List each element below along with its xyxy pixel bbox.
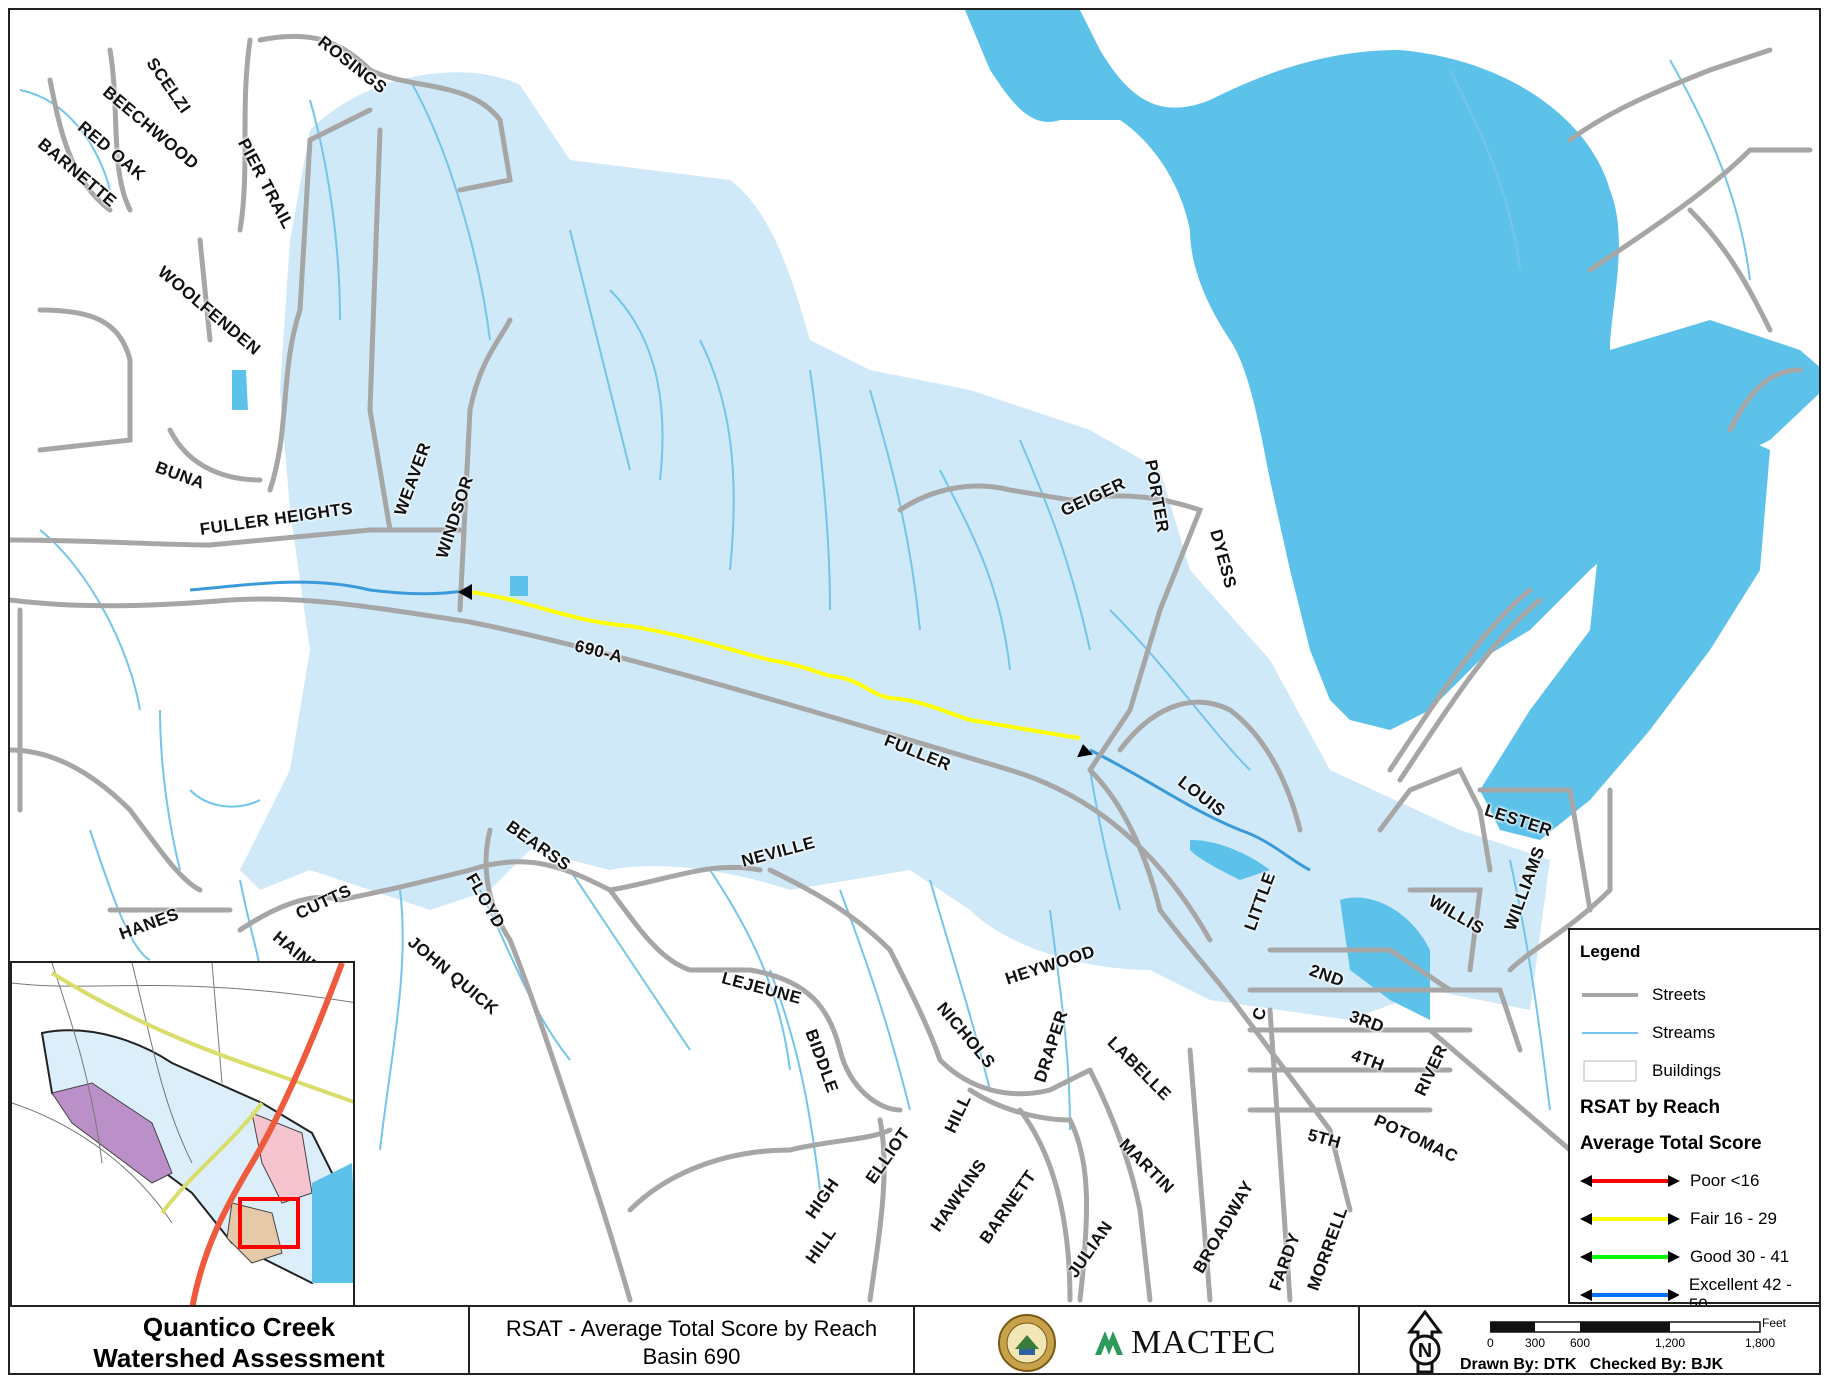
legend-item-buildings: Buildings [1580, 1052, 1814, 1090]
pond-water [510, 576, 528, 596]
legend-label: Fair 16 - 29 [1690, 1209, 1777, 1228]
reach-start-arrow-icon [458, 584, 472, 600]
score-arrow-icon [1580, 1289, 1679, 1301]
scale-tick: 1,200 [1655, 1336, 1686, 1350]
legend-label: Streets [1652, 985, 1706, 1004]
inset-map-canvas [12, 963, 353, 1305]
scale-bar: Feet 0 300 600 1,200 1,800 Drawn By: DTK… [1460, 1310, 1790, 1373]
legend-panel: Legend Streets Streams Buildings RSAT by… [1568, 928, 1819, 1314]
mactec-logo-text: MACTEC [1131, 1324, 1276, 1361]
legend-label: Poor <16 [1690, 1171, 1760, 1190]
legend-score-3: Excellent 42 - 50 [1580, 1275, 1814, 1314]
title-line-2: Watershed Assessment [93, 1343, 385, 1373]
subtitle-line-1: RSAT - Average Total Score by Reach [505, 1316, 878, 1341]
score-arrow-icon [1580, 1251, 1680, 1263]
scale-unit: Feet [1762, 1316, 1787, 1330]
reach-690-a-line[interactable] [469, 590, 1081, 740]
legend-item-streets: Streets [1580, 976, 1814, 1014]
inset-highway [50, 971, 353, 1104]
legend-score-0: Poor <16 [1580, 1162, 1814, 1200]
inset-extent-box [238, 1197, 300, 1249]
checked-by: Checked By: BJK [1589, 1356, 1724, 1373]
streets [10, 33, 1813, 1303]
scale-tick: 300 [1525, 1336, 1546, 1350]
legend-score-2: Good 30 - 41 [1580, 1238, 1814, 1276]
basin-690-area [240, 72, 1550, 1020]
legend-label: Streams [1652, 1023, 1716, 1042]
inset-roads [12, 963, 353, 1224]
inset-highway [160, 1101, 264, 1215]
pond-water [232, 370, 248, 410]
pond-water [1190, 840, 1270, 880]
scale-tick: 0 [1487, 1336, 1494, 1350]
title-block: Quantico Creek Watershed Assessment RSAT… [10, 1305, 1819, 1373]
streams [19, 59, 1751, 1191]
scale-tick: 600 [1570, 1336, 1591, 1350]
legend-title: Legend [1580, 942, 1641, 961]
county-seal-icon [998, 1314, 1057, 1372]
stream-mainstem [189, 580, 471, 596]
legend-score-heading: Average Total Score [1580, 1133, 1762, 1154]
inset-locator-map [10, 961, 355, 1307]
legend-label: Buildings [1652, 1061, 1721, 1080]
legend-rsat-heading: RSAT by Reach [1580, 1097, 1721, 1118]
inset-interstate [189, 963, 345, 1305]
title-main: Quantico Creek Watershed Assessment [10, 1307, 470, 1373]
map-canvas[interactable] [10, 10, 1821, 1305]
river-water-east [1480, 433, 1770, 840]
score-arrow-icon [1580, 1213, 1680, 1225]
legend-score-1: Fair 16 - 29 [1580, 1200, 1814, 1238]
legend-label: Good 30 - 41 [1690, 1247, 1790, 1266]
north-label: N [1418, 1340, 1432, 1362]
scale-tick: 1,800 [1745, 1336, 1776, 1350]
north-arrow-icon: N [1407, 1310, 1443, 1373]
map-info: N Feet 0 300 600 1,200 1,800 Drawn By: D… [1360, 1307, 1819, 1373]
inset-basin-purple [51, 1082, 173, 1184]
subtitle-line-2: Basin 690 [642, 1344, 741, 1369]
credits: Drawn By: DTK Checked By: BJK [1460, 1356, 1724, 1373]
mactec-logo-icon [1095, 1331, 1124, 1355]
inset-water [312, 1163, 353, 1283]
stream-mainstem [1089, 748, 1311, 872]
drawn-by: Drawn By: DTK [1460, 1356, 1577, 1373]
legend-item-streams: Streams [1580, 1014, 1814, 1052]
logos: MACTEC [915, 1307, 1360, 1373]
title-line-1: Quantico Creek [142, 1312, 336, 1342]
score-arrow-icon [1580, 1175, 1680, 1187]
title-subtitle: RSAT - Average Total Score by Reach Basi… [470, 1307, 915, 1373]
reach-end-arrow-icon [1077, 744, 1093, 758]
